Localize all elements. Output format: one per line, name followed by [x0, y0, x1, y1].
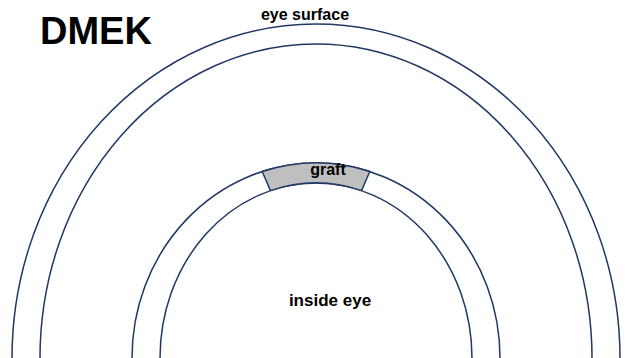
graft-segment: graft: [256, 156, 400, 202]
outer-cornea-band: [12, 24, 620, 358]
graft-label: graft: [310, 161, 346, 178]
region-label: eye surface: [261, 5, 349, 25]
inner-endothelium-band: [132, 163, 500, 358]
diagram-title: DMEK: [40, 11, 152, 51]
region-label: inside eye: [289, 291, 371, 311]
